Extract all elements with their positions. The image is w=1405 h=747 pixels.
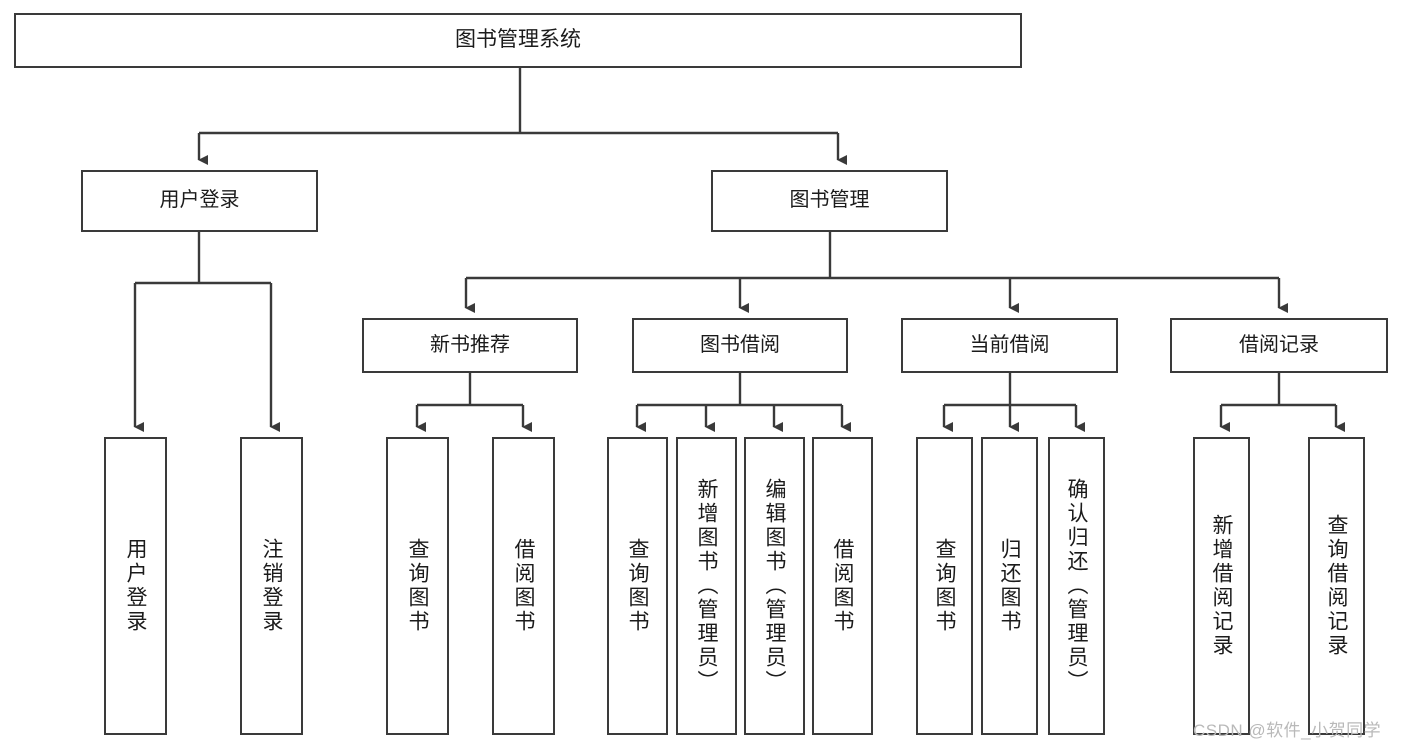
node-label: 注销登录 (260, 538, 283, 634)
leaf-user-logout[interactable]: 注销登录 (240, 437, 303, 735)
node-label: 查询借阅记录 (1325, 514, 1348, 658)
leaf-user-login[interactable]: 用户登录 (104, 437, 167, 735)
node-borrow-record[interactable]: 借阅记录 (1170, 318, 1388, 373)
leaf-add-borrow-record[interactable]: 新增借阅记录 (1193, 437, 1250, 735)
csdn-watermark: CSDN @软件_小贺同学 (1193, 721, 1382, 740)
leaf-borrow-book-recommend[interactable]: 借阅图书 (492, 437, 555, 735)
leaf-borrow-book[interactable]: 借阅图书 (812, 437, 873, 735)
leaf-query-book-recommend[interactable]: 查询图书 (386, 437, 449, 735)
leaf-query-book-current[interactable]: 查询图书 (916, 437, 973, 735)
node-label: 借阅图书 (512, 538, 535, 634)
node-label: 新增图书（管理员） (695, 478, 718, 694)
node-label: 图书管理 (789, 189, 870, 212)
leaf-query-book-borrow[interactable]: 查询图书 (607, 437, 668, 735)
node-current-borrow[interactable]: 当前借阅 (901, 318, 1118, 373)
node-label: 新书推荐 (430, 333, 510, 356)
node-label: 借阅图书 (831, 538, 854, 634)
node-label: 当前借阅 (969, 333, 1050, 356)
node-label: 借阅记录 (1239, 333, 1319, 356)
node-label: 图书借阅 (700, 333, 780, 356)
node-label: 归还图书 (998, 538, 1021, 634)
node-label: 用户登录 (159, 189, 240, 212)
node-user-login[interactable]: 用户登录 (81, 170, 318, 232)
leaf-add-book-admin[interactable]: 新增图书（管理员） (676, 437, 737, 735)
node-new-book-recommend[interactable]: 新书推荐 (362, 318, 578, 373)
node-label: 用户登录 (124, 538, 147, 634)
node-label: 查询图书 (626, 538, 649, 634)
leaf-return-book[interactable]: 归还图书 (981, 437, 1038, 735)
leaf-edit-book-admin[interactable]: 编辑图书（管理员） (744, 437, 805, 735)
node-root-system[interactable]: 图书管理系统 (14, 13, 1022, 68)
leaf-query-borrow-record[interactable]: 查询借阅记录 (1308, 437, 1365, 735)
node-book-borrow[interactable]: 图书借阅 (632, 318, 848, 373)
node-label: 查询图书 (933, 538, 956, 634)
node-label: 新增借阅记录 (1210, 514, 1233, 658)
node-label: 确认归还（管理员） (1065, 478, 1088, 694)
node-label: 图书管理系统 (455, 28, 581, 52)
node-label: 编辑图书（管理员） (763, 478, 786, 694)
node-label: 查询图书 (406, 538, 429, 634)
leaf-confirm-return-admin[interactable]: 确认归还（管理员） (1048, 437, 1105, 735)
node-book-management[interactable]: 图书管理 (711, 170, 948, 232)
